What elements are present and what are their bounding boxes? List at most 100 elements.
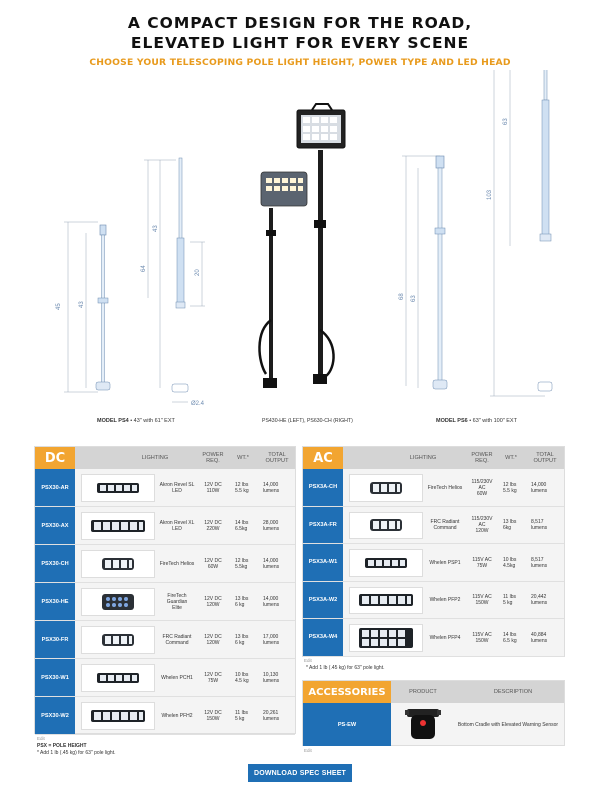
accessory-cradle-image bbox=[403, 707, 443, 743]
power-cell: 115V AC 150W bbox=[472, 631, 492, 644]
ac-header-lighting: LIGHTING bbox=[409, 454, 437, 461]
light-head-image bbox=[81, 702, 155, 730]
ac-header-output: TOTAL OUTPUT bbox=[533, 451, 557, 465]
row-divider bbox=[303, 580, 564, 582]
weight-cell: 11 lbs 5 kg bbox=[235, 710, 248, 722]
light-head-image bbox=[81, 626, 155, 654]
row-divider bbox=[35, 734, 295, 735]
output-cell: 14,000 lumens bbox=[263, 558, 280, 570]
output-cell: 10,130 lumens bbox=[263, 672, 280, 684]
weight-cell: 13 lbs 6 kg bbox=[235, 634, 249, 646]
dim-ps4-20: 20 bbox=[195, 269, 201, 276]
dc-edit-link[interactable]: Edit bbox=[37, 736, 45, 741]
output-cell: 14,000 lumens bbox=[263, 596, 280, 608]
dc-header-output: TOTAL OUTPUT bbox=[265, 451, 289, 465]
power-cell: 12V DC 120W bbox=[204, 596, 222, 608]
lighting-name: Whelen PSP1 bbox=[429, 559, 461, 566]
lighting-name: Whelen PFP4 bbox=[429, 634, 461, 641]
row-divider bbox=[303, 618, 564, 619]
output-cell: 14,000 lumens bbox=[531, 481, 548, 494]
output-cell: 17,000 lumens bbox=[263, 634, 280, 646]
weight-cell: 13 lbs 6kg bbox=[503, 519, 517, 532]
power-cell: 12V DC 150W bbox=[204, 710, 222, 722]
ac-edit-link[interactable]: Edit bbox=[304, 658, 312, 663]
light-head-image bbox=[349, 511, 423, 539]
weight-cell: 13 lbs 6 kg bbox=[235, 596, 249, 608]
hero-subtitle: CHOOSE YOUR TELESCOPING POLE LIGHT HEIGH… bbox=[89, 57, 511, 68]
model-cell: PSX30-CH bbox=[35, 545, 75, 583]
output-cell: 8,517 lumens bbox=[531, 519, 548, 532]
ac-table: AC LIGHTING POWER REQ. WT.* TOTAL OUTPUT… bbox=[302, 446, 565, 657]
weight-cell: 10 lbs 4.5kg bbox=[503, 556, 517, 569]
ac-table-header: AC LIGHTING POWER REQ. WT.* TOTAL OUTPUT bbox=[303, 447, 564, 469]
caption-ps4: MODEL PS4 • 43" with 61" EXT bbox=[97, 418, 175, 424]
output-cell: 20,442 lumens bbox=[531, 594, 548, 607]
dc-tag: DC bbox=[35, 447, 75, 469]
lighting-name: FireTech Guardian Elite bbox=[166, 593, 188, 611]
dim-ps6-63a: 63 bbox=[411, 295, 417, 302]
output-cell: 28,000 lumens bbox=[263, 520, 280, 532]
model-cell: PSX3A-FR bbox=[303, 506, 343, 544]
lighting-name: Whelen PCH1 bbox=[161, 675, 193, 681]
power-cell: 12V DC 220W bbox=[204, 520, 222, 532]
output-cell: 8,517 lumens bbox=[531, 556, 548, 569]
light-head-image bbox=[81, 588, 155, 616]
lighting-name: FRC Radiant Command bbox=[162, 634, 192, 646]
dim-ps4-43a: 43 bbox=[79, 301, 85, 308]
power-cell: 12V DC 120W bbox=[204, 634, 222, 646]
hero-title-line2: ELEVATED LIGHT FOR EVERY SCENE bbox=[130, 34, 470, 52]
ac-footnote: * Add 1 lb (.45 kg) for 63" pole light. bbox=[306, 665, 385, 671]
accessories-tag: ACCESSORIES bbox=[303, 681, 391, 703]
dc-header-lighting: LIGHTING bbox=[141, 454, 169, 461]
download-spec-sheet-button[interactable]: DOWNLOAD SPEC SHEET bbox=[248, 764, 352, 782]
light-head-image bbox=[349, 624, 423, 652]
model-cell: PSX30-W1 bbox=[35, 659, 75, 697]
accessories-edit-link[interactable]: Edit bbox=[304, 748, 312, 753]
product-diagram: 45 43 64 43 20 Ø2.4 68 63 103 63 bbox=[56, 70, 553, 407]
weight-cell: 12 lbs 5.5 kg bbox=[503, 481, 517, 494]
dc-footnote-bold: PSX = POLE HEIGHT bbox=[37, 743, 87, 749]
row-divider bbox=[303, 505, 564, 507]
power-cell: 115V AC 75W bbox=[472, 556, 492, 569]
output-cell: 20,261 lumens bbox=[263, 710, 280, 722]
model-cell: PSX3A-W2 bbox=[303, 581, 343, 619]
output-cell: 40,884 lumens bbox=[531, 631, 548, 644]
weight-cell: 12 lbs 5.5 kg bbox=[235, 482, 249, 494]
accessory-description: Bottom Cradle with Elevated Warning Sens… bbox=[457, 722, 559, 728]
dc-table: DC LIGHTING POWER REQ. WT.* TOTAL OUTPUT… bbox=[34, 446, 296, 735]
output-cell: 14,000 lumens bbox=[263, 482, 280, 494]
power-cell: 12V DC 110W bbox=[204, 482, 222, 494]
power-cell: 115V AC 150W bbox=[472, 594, 492, 607]
dc-header-wt: WT.* bbox=[237, 454, 249, 461]
dim-ps4-45: 45 bbox=[56, 303, 62, 310]
dim-ps6-63b: 63 bbox=[503, 118, 509, 125]
row-divider bbox=[35, 620, 295, 621]
dim-ps6-68: 68 bbox=[399, 293, 405, 300]
table-row: PSX3A-W1 Whelen PSP1 115V AC 75W 10 lbs 4.5… bbox=[303, 544, 564, 582]
row-divider bbox=[35, 696, 295, 697]
light-head-image bbox=[349, 549, 423, 577]
accessories-header-description: DESCRIPTION bbox=[493, 688, 533, 695]
power-cell: 12V DC 75W bbox=[204, 672, 222, 684]
lighting-name: FireTech Helios bbox=[159, 561, 195, 567]
power-cell: 115/230V AC 60W bbox=[471, 478, 493, 497]
row-divider bbox=[35, 582, 295, 583]
dim-ps4-43b: 43 bbox=[153, 225, 159, 232]
accessory-row: PS-EW Bottom Cradle with Elevated Warnin… bbox=[303, 703, 564, 747]
light-head-image bbox=[81, 512, 155, 540]
lighting-name: FireTech Helios bbox=[427, 484, 463, 491]
row-divider bbox=[35, 544, 295, 545]
power-cell: 115/230V AC 120W bbox=[471, 516, 493, 535]
ac-header-wt: WT.* bbox=[505, 454, 517, 461]
model-cell: PSX3A-W1 bbox=[303, 544, 343, 582]
model-cell: PSX30-AR bbox=[35, 469, 75, 507]
row-divider bbox=[35, 658, 295, 659]
